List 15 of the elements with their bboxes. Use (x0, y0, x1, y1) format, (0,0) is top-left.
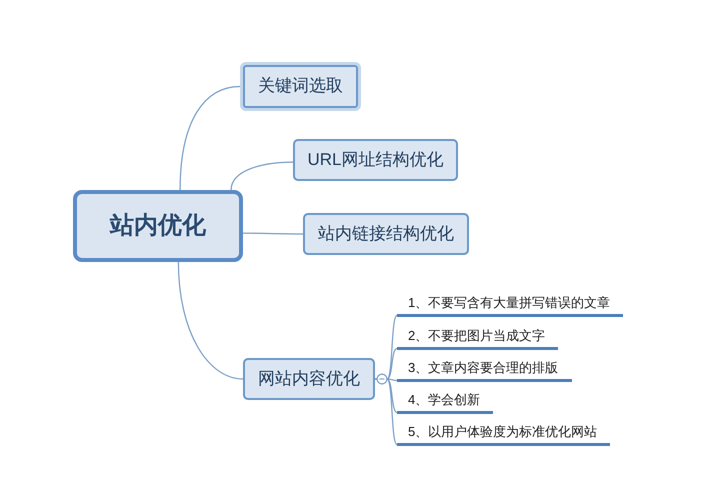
topic-box: 网站内容优化 (243, 358, 375, 400)
connector-line (178, 262, 244, 380)
central-topic-box: 站内优化 (73, 190, 243, 262)
underlined-subtopic: 1、不要写含有大量拼写错误的文章 (397, 293, 623, 317)
underlined-subtopic: 5、以用户体验度为标准优化网站 (397, 422, 610, 446)
connector-line (180, 86, 240, 190)
connector-line (375, 374, 398, 445)
connector-line (243, 232, 303, 235)
underlined-subtopic: 3、文章内容要合理的排版 (397, 358, 572, 382)
topic-box: URL网址结构优化 (293, 139, 458, 181)
underlined-subtopic: 2、不要把图片当成文字 (397, 326, 558, 350)
topic-box: 站内链接结构优化 (303, 213, 469, 255)
connector-line (230, 162, 294, 190)
topic-box: 关键词选取 (240, 62, 361, 111)
underlined-subtopic: 4、学会创新 (397, 390, 493, 414)
